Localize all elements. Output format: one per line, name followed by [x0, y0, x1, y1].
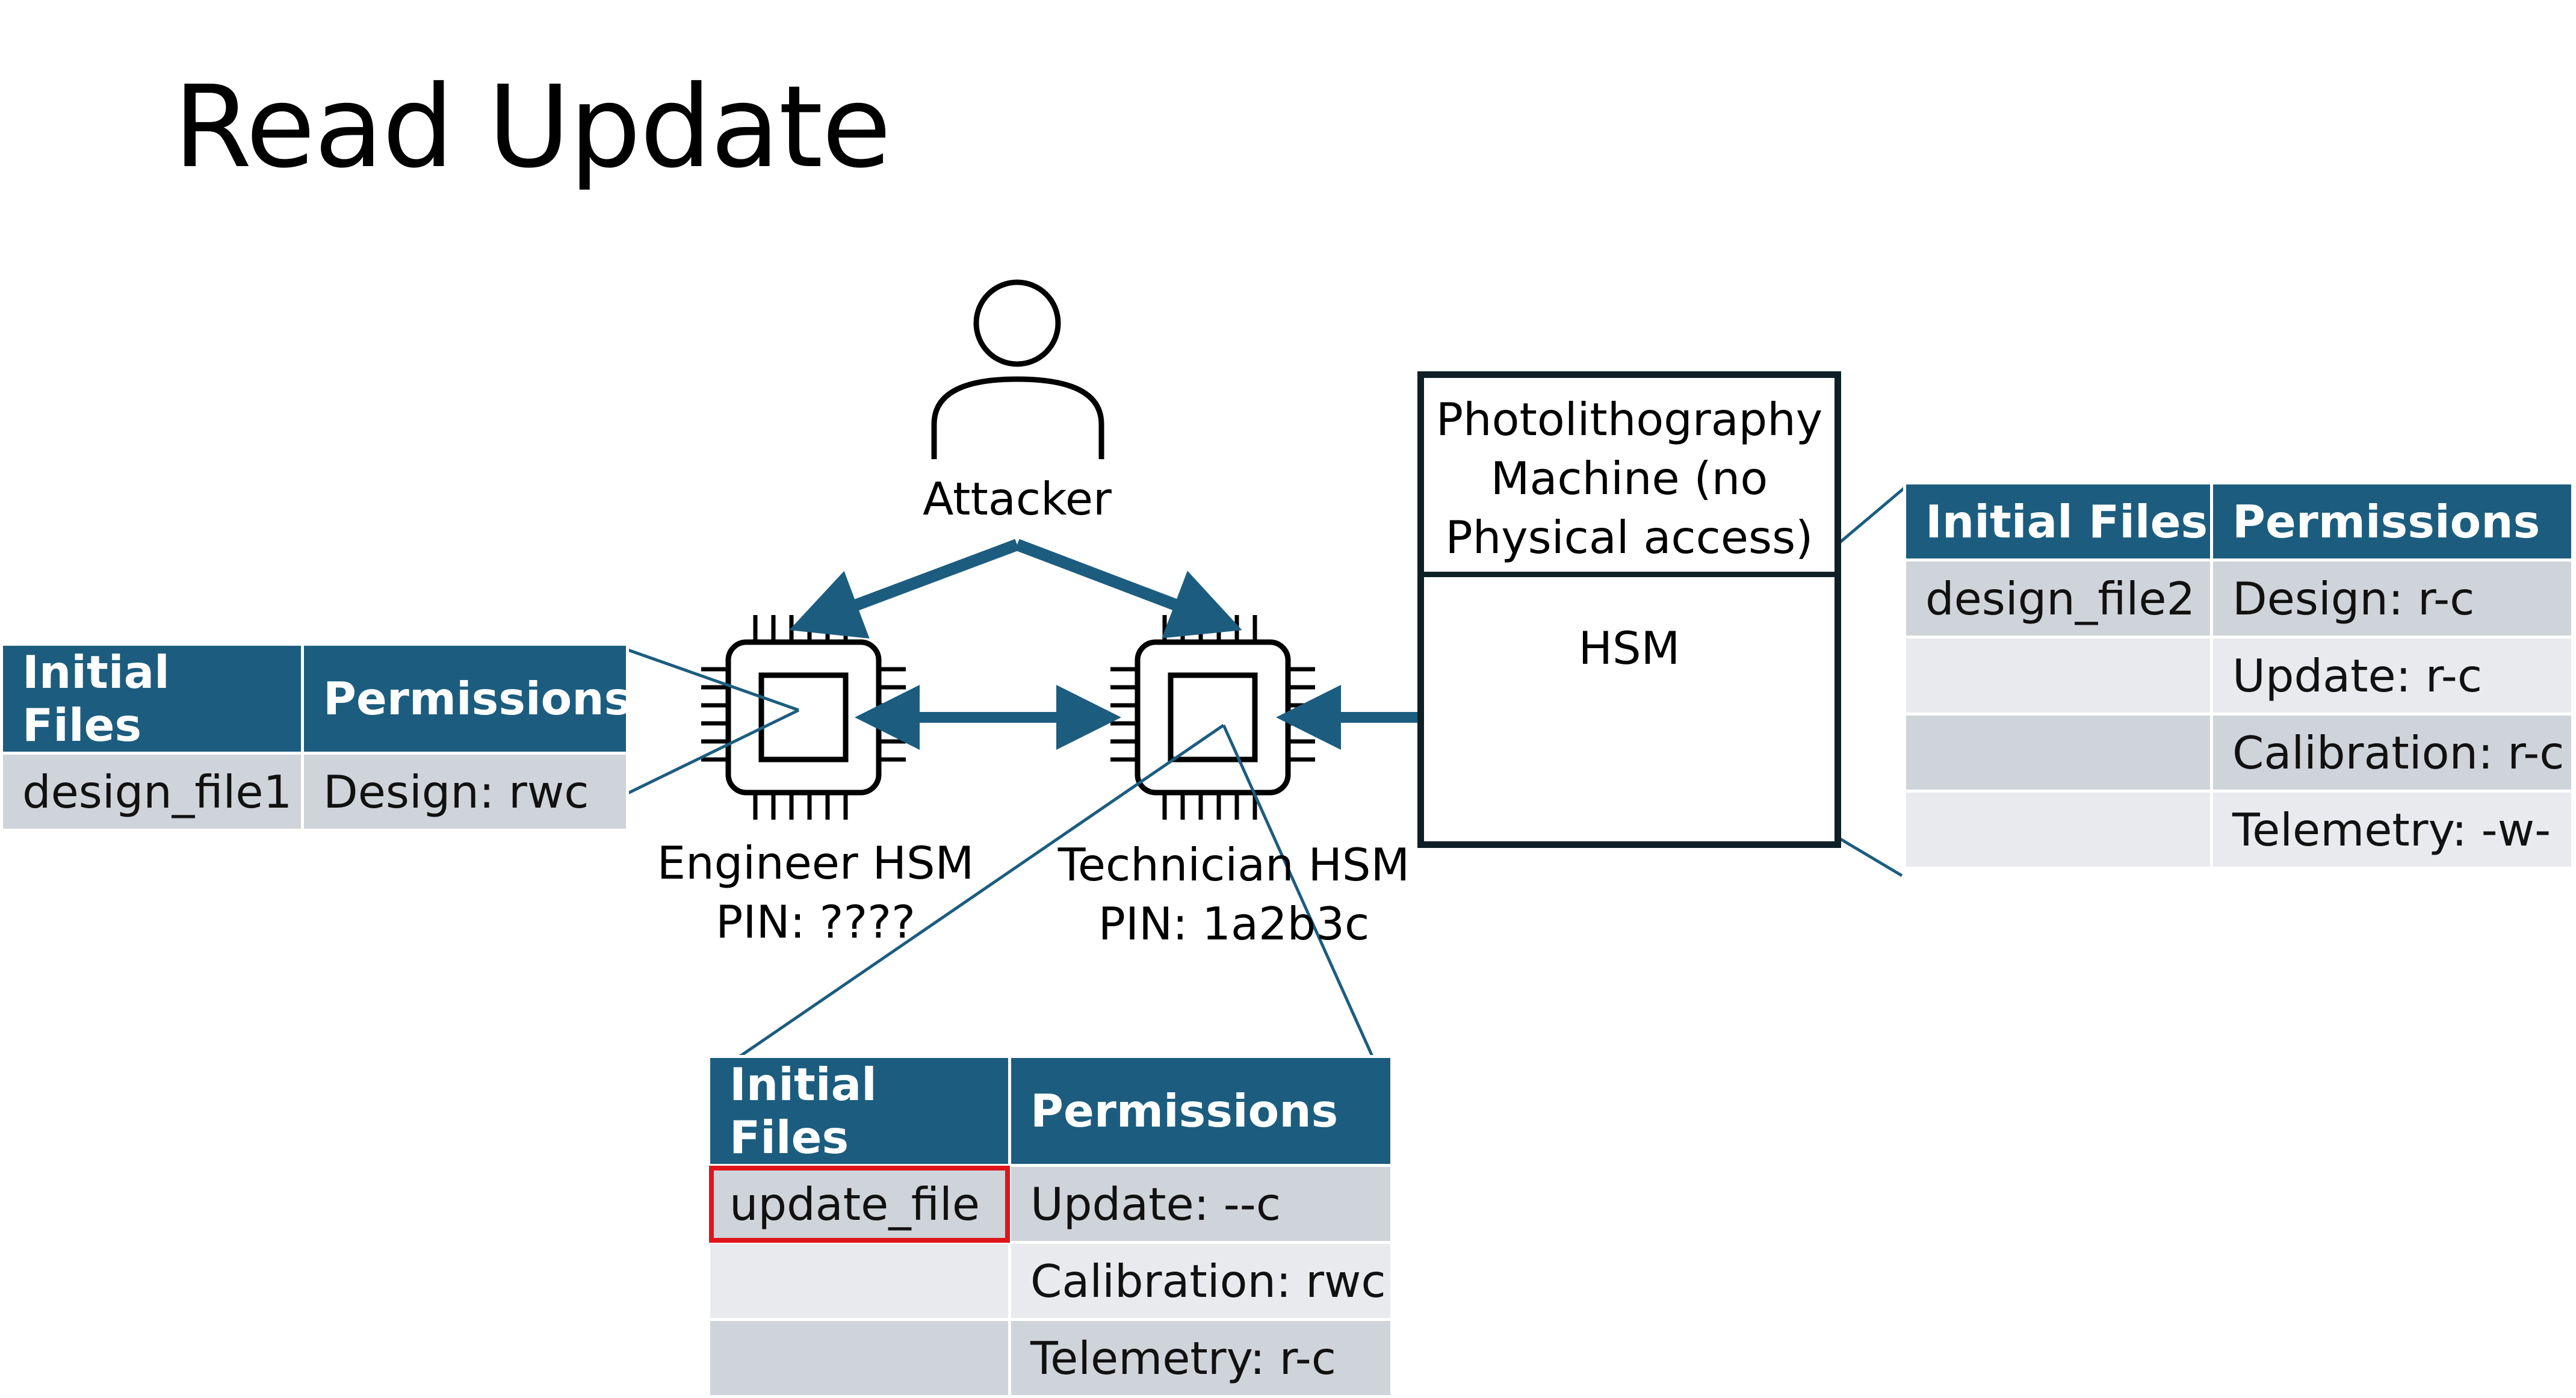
permission-cell: Telemetry: r-c [1008, 1318, 1393, 1398]
table-row: Telemetry: -w- [1903, 790, 2574, 870]
technician-files-table: Initial Files Permissions update_file Up… [707, 1055, 1393, 1398]
file-cell [707, 1241, 1011, 1321]
machine-label-line: Machine (no [1490, 452, 1768, 505]
technician-chip-icon [1110, 615, 1315, 820]
table-header: Initial Files [1903, 481, 2213, 561]
table-row: update_file Update: --c [707, 1164, 1393, 1244]
permission-cell: Update: --c [1008, 1164, 1393, 1244]
engineer-hsm-label: Engineer HSM PIN: ???? [632, 834, 999, 951]
file-cell: design_file1 [0, 752, 304, 832]
permission-cell: Update: r-c [2210, 636, 2574, 716]
table-row: Telemetry: r-c [707, 1318, 1393, 1398]
machine-label-line: Physical access) [1445, 511, 1813, 564]
table-row: design_file2 Design: r-c [1903, 558, 2574, 639]
file-cell [1903, 636, 2213, 716]
machine-hsm-label: HSM [1578, 622, 1680, 675]
engineer-hsm-pin: PIN: ???? [716, 895, 915, 948]
machine-files-table: Initial Files Permissions design_file2 D… [1903, 481, 2574, 870]
table-header: Initial Files [707, 1055, 1011, 1167]
table-header: Permissions [301, 643, 631, 755]
table-row: Calibration: rwc [707, 1241, 1393, 1321]
file-cell [1903, 790, 2213, 870]
table-header: Initial Files [0, 643, 304, 755]
slide-title: Read Update [173, 61, 891, 193]
highlighted-file-cell: update_file [707, 1164, 1011, 1244]
file-cell [707, 1318, 1011, 1398]
attacker-arrows [789, 539, 1242, 639]
machine-label: Photolithography Machine (no Physical ac… [1424, 390, 1834, 567]
photolithography-machine-box: Photolithography Machine (no Physical ac… [1417, 371, 1841, 848]
machine-label-line: Photolithography [1435, 393, 1823, 446]
engineer-hsm-name: Engineer HSM [657, 837, 974, 889]
permission-cell: Telemetry: -w- [2210, 790, 2574, 870]
person-icon [931, 279, 1104, 459]
table-row: Update: r-c [1903, 636, 2574, 716]
technician-hsm-pin: PIN: 1a2b3c [1098, 897, 1370, 950]
table-row: design_file1 Design: rwc [0, 752, 629, 832]
machine-divider [1424, 572, 1834, 577]
permission-cell: Calibration: r-c [2210, 713, 2574, 793]
file-cell [1903, 713, 2213, 793]
file-cell: design_file2 [1903, 558, 2213, 639]
attacker-label: Attacker [923, 472, 1112, 525]
table-header: Permissions [2210, 481, 2574, 561]
permission-cell: Design: r-c [2210, 558, 2574, 639]
technician-hsm-label: Technician HSM PIN: 1a2b3c [1050, 835, 1417, 953]
permission-cell: Design: rwc [301, 752, 629, 832]
table-row: Calibration: r-c [1903, 713, 2574, 793]
engineer-chip-icon [701, 615, 906, 820]
table-header: Permissions [1008, 1055, 1393, 1167]
permission-cell: Calibration: rwc [1008, 1241, 1393, 1321]
technician-hsm-name: Technician HSM [1057, 838, 1410, 891]
engineer-files-table: Initial Files Permissions design_file1 D… [0, 643, 631, 832]
